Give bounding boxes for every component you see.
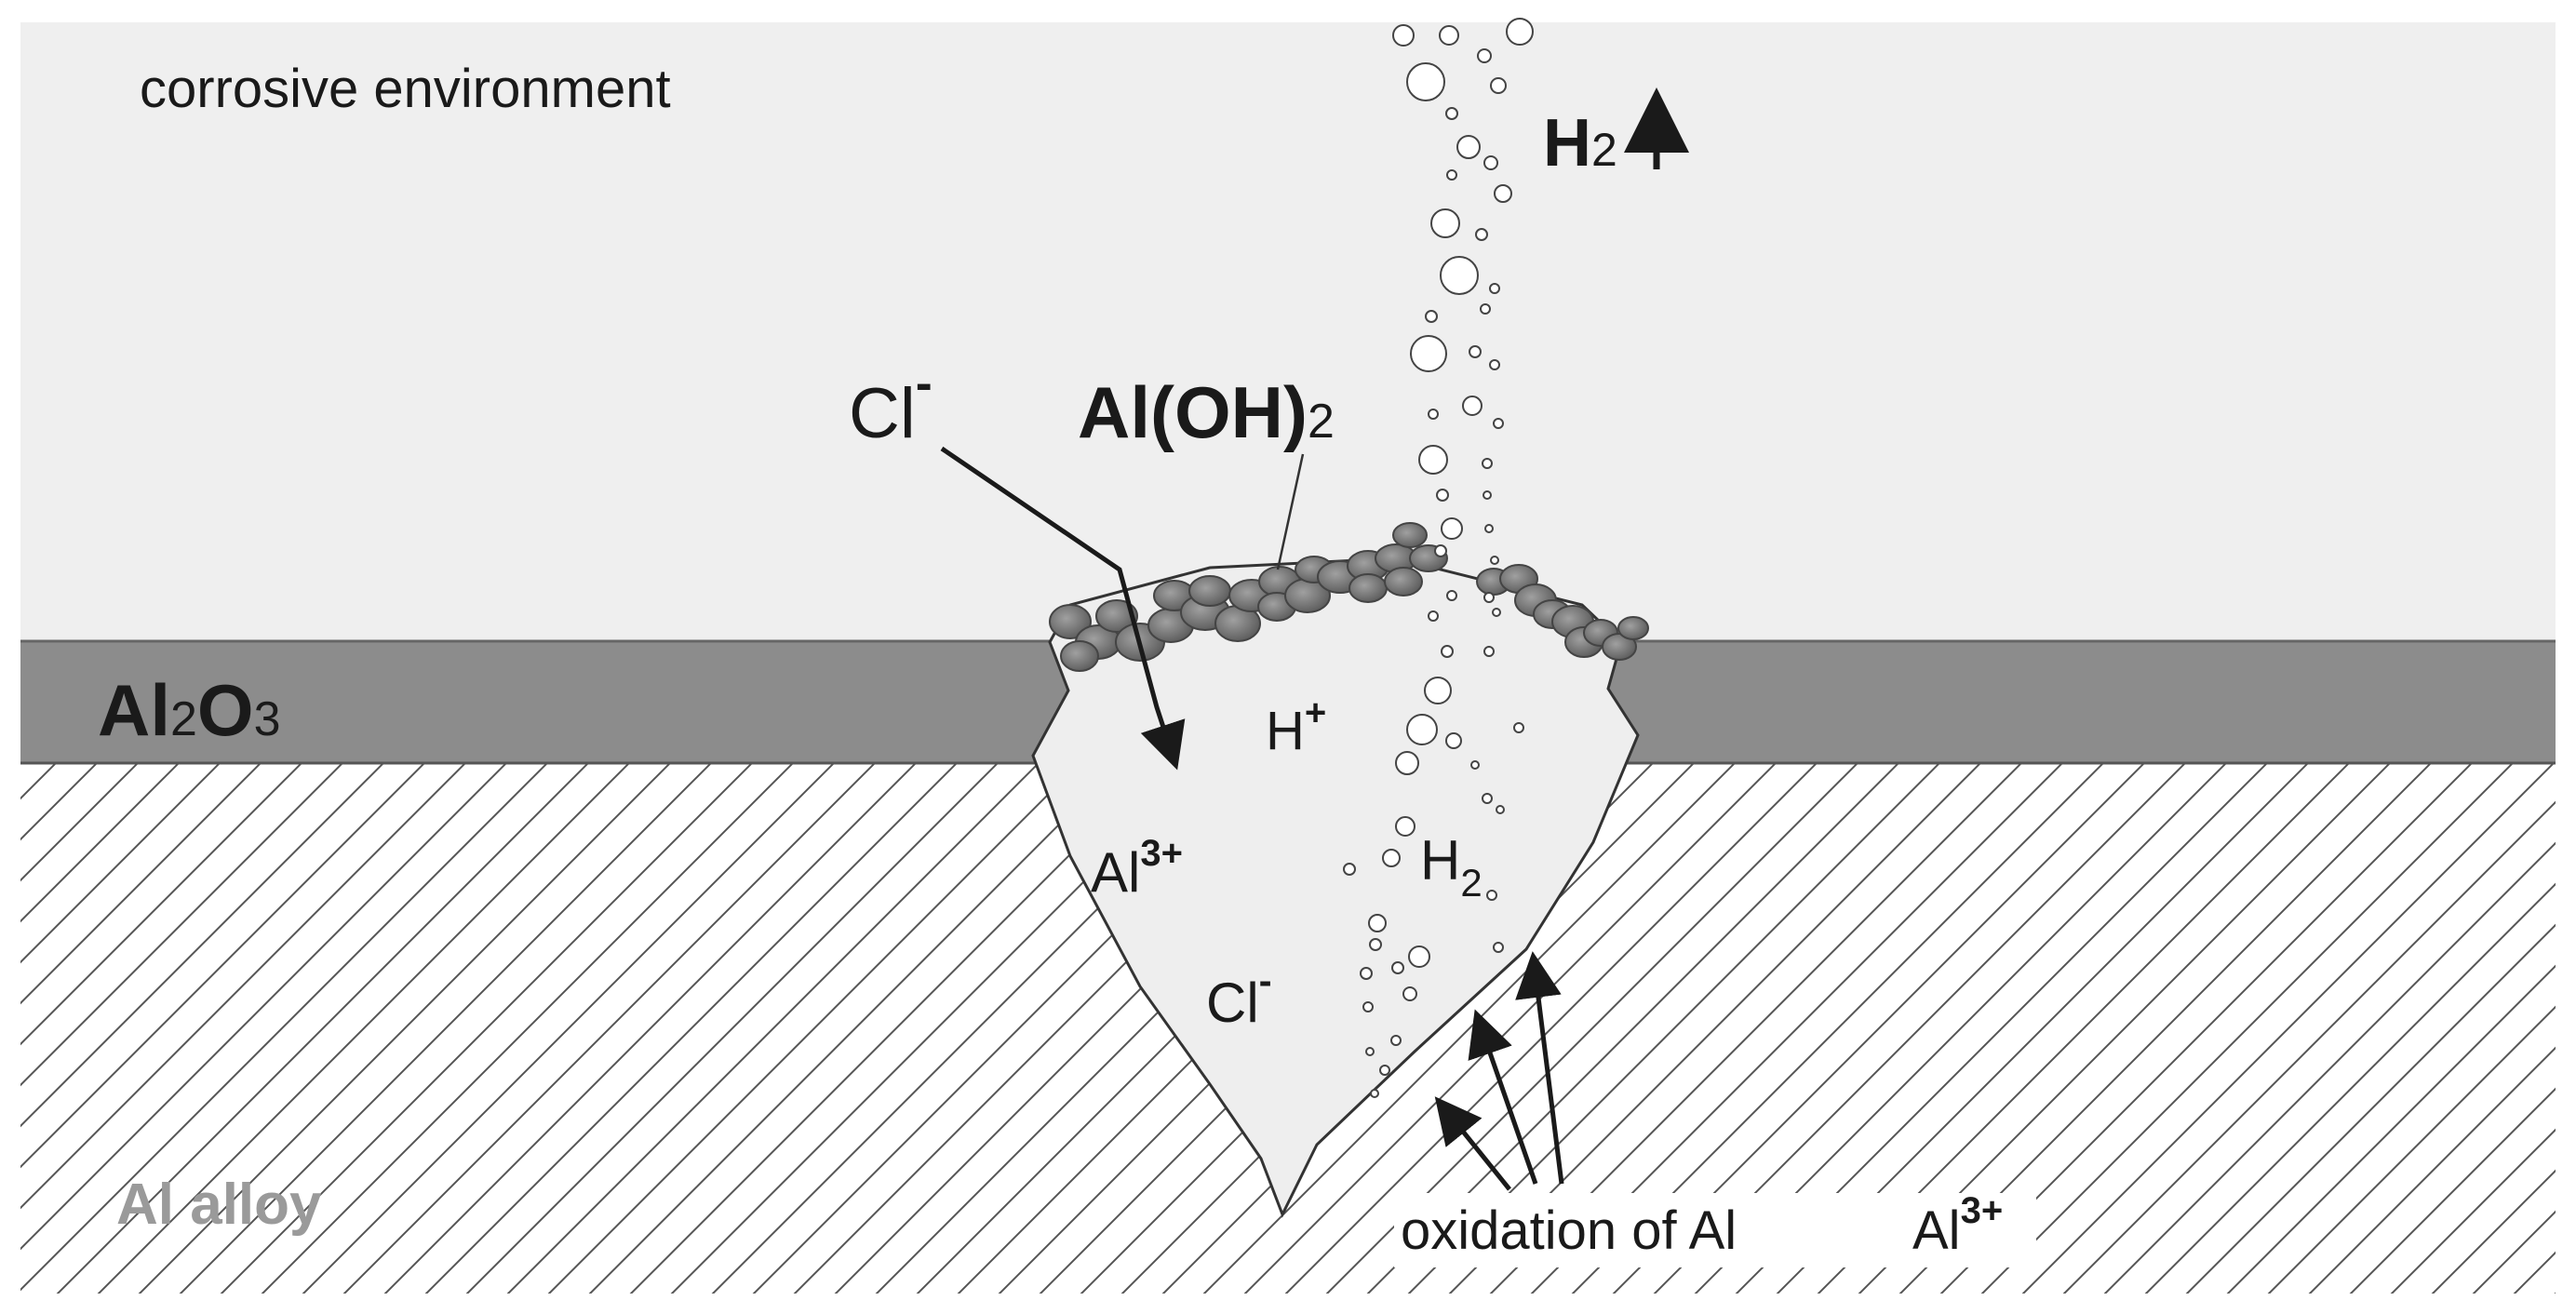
chloride-in-pit-label: Cl- [1206, 959, 1272, 1034]
hydrogen-ion-label: H+ [1266, 692, 1326, 761]
oxidation-label-background [1394, 1193, 2036, 1267]
hydrogen-bubble [1425, 310, 1438, 323]
oxidation-arrow-3 [1515, 951, 1564, 1185]
hydrogen-bubble [1391, 961, 1404, 974]
hydrogen-bubble [1439, 25, 1459, 46]
hydrogen-bubble [1395, 751, 1419, 775]
hydrogen-bubble [1493, 418, 1504, 429]
corrosive-environment-region [20, 22, 2556, 641]
hydrogen-bubble [1406, 62, 1445, 101]
aluminium-ion-label: Al3+ [1091, 833, 1183, 904]
hydrogen-bubble [1428, 409, 1439, 420]
hydroxide-deposit-particle [1049, 604, 1092, 639]
hydrogen-bubble [1402, 986, 1417, 1001]
hydroxide-deposit-particle [1095, 599, 1138, 633]
hydrogen-bubble [1395, 816, 1415, 837]
hydrogen-bubble [1441, 517, 1463, 540]
hydrogen-bubble [1343, 863, 1356, 876]
hydrogen-bubble [1408, 945, 1430, 968]
hydrogen-bubble [1440, 256, 1479, 295]
hydrogen-bubble [1456, 135, 1481, 159]
hydrogen-bubble [1368, 914, 1387, 932]
oxidation-arrow-1 [1434, 1096, 1511, 1191]
hydroxide-label: Al(OH)2 [1078, 371, 1335, 453]
oxidation-arrow-2 [1468, 1009, 1538, 1185]
hydrogen-bubble [1382, 849, 1401, 867]
hydrogen-bubble [1490, 556, 1499, 565]
hydrogen-bubble [1446, 169, 1457, 181]
hydroxide-deposit-particle [1060, 640, 1099, 672]
hydroxide-deposit-particle [1617, 616, 1649, 640]
hydrogen-bubble [1513, 722, 1524, 733]
alloy-label: Al alloy [116, 1173, 322, 1237]
hydrogen-bubble [1360, 967, 1373, 980]
hydrogen-bubble [1493, 942, 1504, 953]
hydrogen-bubble [1441, 645, 1454, 658]
hydrogen-bubble [1483, 646, 1495, 657]
oxidation-product-label: Al3+ [1912, 1190, 2003, 1261]
hydrogen-bubble [1475, 228, 1488, 241]
hydrogen-bubble [1430, 208, 1460, 238]
hydrogen-bubble [1506, 18, 1534, 46]
hydroxide-deposits [1049, 522, 1649, 672]
hydroxide-deposit-particle [1384, 567, 1423, 597]
hydroxide-deposit-particle [1348, 573, 1388, 603]
hydrogen-bubble [1489, 283, 1500, 294]
hydrogen-gas-label: H2 [1543, 106, 1617, 181]
hydrogen-bubble [1490, 77, 1507, 94]
hydrogen-bubble [1370, 1089, 1379, 1098]
hydrogen-bubble [1483, 592, 1495, 603]
hydrogen-bubble [1428, 610, 1439, 622]
hydrogen-bubble [1369, 938, 1382, 951]
chloride-outside-label: Cl- [849, 355, 932, 453]
hydroxide-pointer-line [1276, 453, 1305, 570]
hydrogen-bubble [1484, 524, 1494, 533]
hydrogen-bubble [1424, 677, 1452, 704]
hydrogen-bubble [1480, 303, 1491, 315]
oxidation-label: oxidation of Al [1401, 1200, 1737, 1261]
hydrogen-bubble [1436, 489, 1449, 502]
hydroxide-deposit-particle [1188, 575, 1231, 607]
hydrogen-bubble [1362, 1001, 1374, 1012]
hydrogen-bubble [1410, 335, 1447, 372]
hydrogen-bubble [1494, 184, 1512, 203]
hydrogen-in-pit-label: H2 [1420, 829, 1483, 905]
corrosive-environment-label: corrosive environment [140, 59, 671, 119]
hydrogen-bubble [1434, 544, 1447, 557]
hydrogen-bubble [1445, 732, 1462, 749]
hydrogen-bubble [1446, 590, 1457, 601]
hydrogen-bubble [1477, 48, 1492, 63]
hydrogen-bubble [1470, 760, 1480, 770]
hydrogen-bubble [1418, 445, 1448, 475]
hydrogen-bubble [1492, 608, 1501, 617]
hydrogen-bubble [1379, 1065, 1390, 1076]
hydrogen-bubble [1482, 458, 1493, 469]
hydrogen-bubble [1462, 396, 1483, 416]
hydrogen-bubble [1496, 805, 1505, 814]
hydrogen-bubble [1406, 714, 1438, 745]
hydrogen-bubble [1486, 890, 1497, 901]
hydrogen-bubble [1445, 107, 1458, 120]
hydrogen-bubble [1365, 1047, 1375, 1056]
hydrogen-bubble [1469, 345, 1482, 358]
hydrogen-bubble [1489, 359, 1500, 370]
hydrogen-bubble [1483, 490, 1492, 500]
hydroxide-deposit-particle [1392, 522, 1428, 548]
chloride-path-arrow [940, 446, 1186, 771]
oxide-layer-label: Al2O3 [98, 669, 281, 751]
hydrogen-bubbles [1343, 18, 1534, 1098]
hydrogen-bubble [1392, 24, 1415, 47]
hydrogen-bubble [1483, 155, 1498, 170]
hydrogen-bubble [1482, 793, 1493, 804]
hydrogen-bubble [1390, 1035, 1402, 1046]
